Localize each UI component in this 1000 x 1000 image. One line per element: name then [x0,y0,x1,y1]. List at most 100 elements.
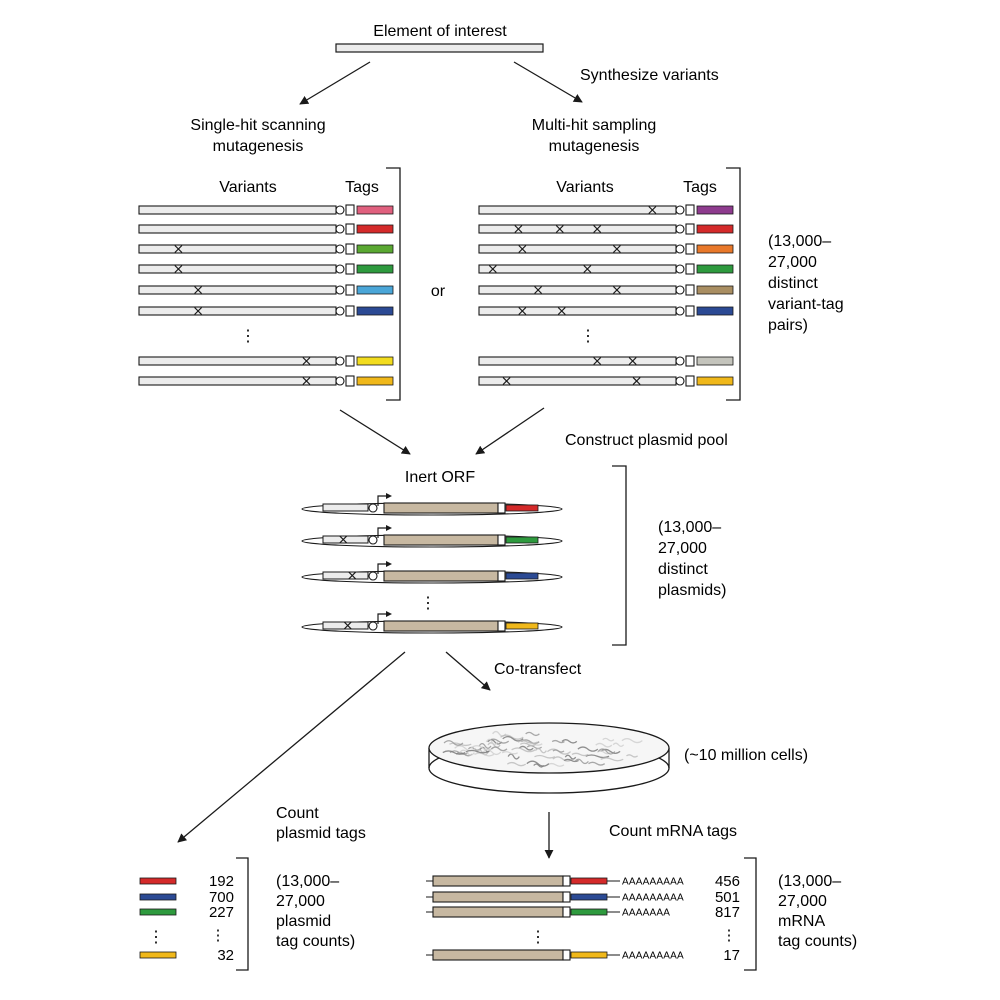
cell-shape [564,754,577,760]
cell-shape [577,746,599,752]
mutation-mark [174,265,183,273]
single-hit-variant-row [138,243,394,255]
inert-orf-label: Inert ORF [405,469,475,486]
mutation-mark [302,357,311,365]
cells-count-label: (~10 million cells) [684,747,808,764]
mrna-tag-ellipsis: ⋮ [530,929,546,946]
mutation-mark [339,535,348,544]
inert-orf-bar [383,534,499,546]
plasmid-counts-label-line2: 27,000 [276,893,325,910]
plasmid-count-tag-ellipsis: ⋮ [148,929,164,946]
plasmid-tag-count: 700 [209,889,234,906]
promoter-circle [335,205,345,215]
adaptor-box [685,223,695,235]
cell-shape [487,738,510,744]
cell-shape [571,752,589,757]
mutation-mark [518,307,527,315]
poly-a-tail: AAAAAAAAA [622,951,684,962]
transcription-start-arrow [377,563,386,574]
mrna-tag-bar [570,951,608,959]
single-hit-title-line1: Single-hit scanning [190,117,325,134]
cell-shape [534,747,547,754]
cell-shape [561,739,578,744]
multi-hit-variant-row [478,263,734,275]
variant-sequence-bar [478,224,677,234]
mutation-mark [343,621,352,630]
variant-tag-bar [696,224,734,234]
cell-shape [533,763,545,768]
plasmids-label-line1: (13,000– [658,519,721,536]
plasmid-count-row: 227 [139,904,234,921]
plasmid-variant-element [322,535,369,544]
cell-shape [588,761,606,766]
pairs-label-line1: (13,000– [768,233,831,250]
plasmid-tag-count: 32 [217,947,234,964]
multi-hit-variant-row [478,223,734,235]
cell-shape [600,757,624,762]
cell-shape [465,749,489,754]
plasmids-label-line4: plasmids) [658,582,726,599]
promoter-circle [335,244,345,254]
element-of-interest-label: Element of interest [373,23,507,40]
mrna-tag-count: 501 [715,889,740,906]
cell-shape [574,758,589,765]
mutation-mark [593,225,602,233]
synthesize-variants-label: Synthesize variants [580,67,719,84]
adaptor-box [562,906,571,918]
variant-tag-bar [356,306,394,316]
cell-shape [517,740,538,744]
variant-tag-bar [696,356,734,366]
adaptor-box [345,355,355,367]
variant-sequence-bar [138,285,337,295]
variant-sequence-bar [478,205,677,215]
multi-hit-variant-row [478,204,734,216]
promoter-circle [675,224,685,234]
mrna-tag-count: 17 [723,947,740,964]
variant-sequence-bar [138,264,337,274]
mrna-counts-bracket [744,857,757,971]
mutation-mark [628,357,637,365]
transcription-start-arrow [377,527,386,538]
inert-orf-bar [383,570,499,582]
promoter-circle [675,285,685,295]
variant-tag-bar [696,376,734,386]
cell-shape [485,738,499,745]
promoter-circle [368,571,378,581]
adaptor-box [345,305,355,317]
adaptor-box [345,243,355,255]
transcription-start-arrowhead [386,561,392,567]
arrow-to-plasmid-counts [177,651,406,843]
inert-orf-bar [383,502,499,514]
variant-sequence-bar [478,306,677,316]
cell-shape [551,739,565,744]
adaptor-box [345,223,355,235]
mrna-tag-bar [570,893,608,901]
promoter-circle [675,356,685,366]
mrna-orf-bar [432,906,564,918]
arrow-to-cells [445,651,491,691]
promoter-circle [675,376,685,386]
multi-hit-variant-list [478,204,734,387]
adaptor-box [345,375,355,387]
plasmid-count-tag-bar [139,908,177,916]
cell-shape [563,758,579,763]
variant-tag-bar [356,244,394,254]
mutation-mark [612,245,621,253]
plasmid-count-tag-bar [139,951,177,959]
cell-shape [534,754,556,759]
mutation-mark [534,286,543,294]
multi-hit-title-line2: mutagenesis [549,138,640,155]
cell-shape [518,745,534,751]
promoter-circle [335,306,345,316]
plasmid-counts-label-line4: tag counts) [276,933,355,950]
adaptor-box [345,263,355,275]
variant-tag-bar [696,306,734,316]
single-hit-variant-row [138,375,394,387]
promoter-circle [675,264,685,274]
promoter-circle [675,205,685,215]
count-plasmid-tags-line2: plasmid tags [276,825,366,842]
co-transfect-label: Co-transfect [494,661,582,678]
